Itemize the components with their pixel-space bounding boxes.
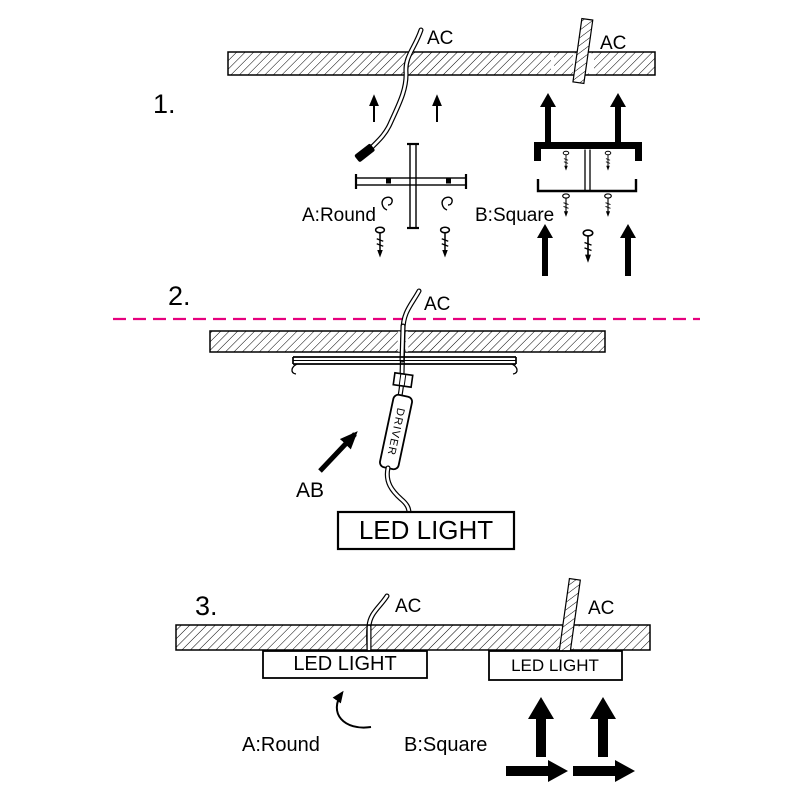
round-bracket: [354, 142, 468, 230]
screw-icon: [562, 193, 570, 218]
step-3-square-label: B:Square: [404, 734, 487, 756]
cable-through-ceiling-core: [400, 324, 405, 362]
led-light-box-round: [262, 650, 428, 679]
step-1-number: 1.: [153, 89, 176, 119]
step-1-round-label: A:Round: [302, 205, 376, 226]
step-3: 3. AC AC LED LIGHT LED LIGHT A:Round B:S…: [175, 577, 651, 782]
screw-icon: [604, 193, 612, 218]
step-2: 2. AC DRIVER: [168, 281, 606, 551]
step-3-led-light-round-label: LED LIGHT: [293, 653, 396, 675]
step-1-square-label: B:Square: [475, 205, 554, 226]
cable-connector: [354, 144, 375, 162]
square-bracket: [534, 142, 642, 193]
step-3-round-label: A:Round: [242, 734, 320, 756]
arrow-right-thick: [573, 760, 635, 782]
step-2-ac-label: AC: [424, 294, 450, 315]
screw-icon: [374, 226, 386, 259]
step-1: 1. AC AC: [153, 17, 656, 276]
ceiling-seam: [551, 53, 554, 74]
hook-icon: [441, 196, 453, 211]
driver-unit: DRIVER: [379, 393, 413, 471]
step-2-ab-label: AB: [296, 479, 324, 502]
arrow-up-thick: [540, 93, 556, 145]
ceiling-section-1: [227, 51, 656, 76]
arrow-up-thick: [537, 224, 553, 276]
screw-icon: [582, 229, 594, 264]
square-bracket-through-ceiling: [572, 17, 594, 85]
step-3-number: 3.: [195, 591, 218, 621]
step-2-led-light-label: LED LIGHT: [359, 515, 493, 545]
step-3-ac-round-label: AC: [395, 596, 421, 617]
screw-icon: [439, 226, 451, 259]
led-light-box-square: [488, 650, 623, 681]
hook-icon: [381, 196, 393, 211]
step-1-ac-cable-label: AC: [427, 28, 453, 49]
screw-icon: [562, 150, 570, 172]
arrow-up-thick: [610, 93, 626, 145]
step-3-led-light-square-label: LED LIGHT: [511, 656, 599, 675]
arrow-up-thick: [528, 697, 554, 757]
ac-cable-core: [369, 28, 423, 150]
curved-pointer-arrow: [332, 690, 372, 729]
screw-icon: [604, 150, 612, 172]
arrow-right-thick: [506, 760, 568, 782]
square-bracket-through-ceiling: [558, 577, 581, 654]
driver-cable-core: [386, 466, 411, 515]
led-light-box: [336, 510, 516, 551]
cable-clamp: [392, 371, 414, 389]
step-2-number: 2.: [168, 281, 191, 311]
arrow-up-thick: [590, 697, 616, 757]
step-3-ac-square-label: AC: [588, 598, 614, 619]
ceiling-cable-gap: [397, 331, 409, 352]
arrow-up-thick: [620, 224, 636, 276]
ab-pointer-arrow: [318, 431, 358, 473]
step-1-ac-bracket-label: AC: [600, 33, 626, 54]
light-fixture-profile: [291, 356, 518, 375]
